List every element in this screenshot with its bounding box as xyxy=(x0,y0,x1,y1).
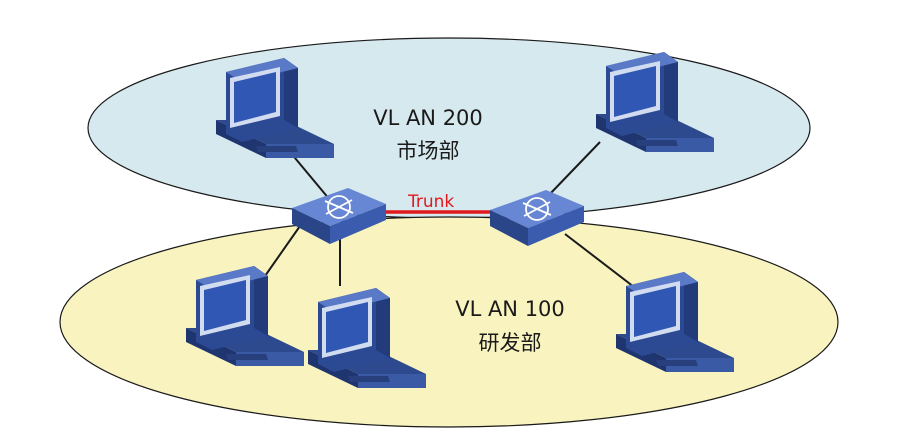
link-pc3-switch1 xyxy=(264,225,301,277)
vlan-200-name: VL AN 200 xyxy=(373,106,483,130)
link-pc5-switch2 xyxy=(564,233,639,291)
trunk-label: Trunk xyxy=(407,192,454,212)
link-pc2-switch2 xyxy=(547,141,601,197)
link-pc1-switch1 xyxy=(289,151,331,201)
vlan-200-dept: 市场部 xyxy=(397,139,460,163)
links xyxy=(264,141,639,291)
vlan-100-region xyxy=(59,216,839,428)
vlan-100-name: VL AN 100 xyxy=(455,297,565,321)
vlan-100-dept: 研发部 xyxy=(479,331,542,355)
